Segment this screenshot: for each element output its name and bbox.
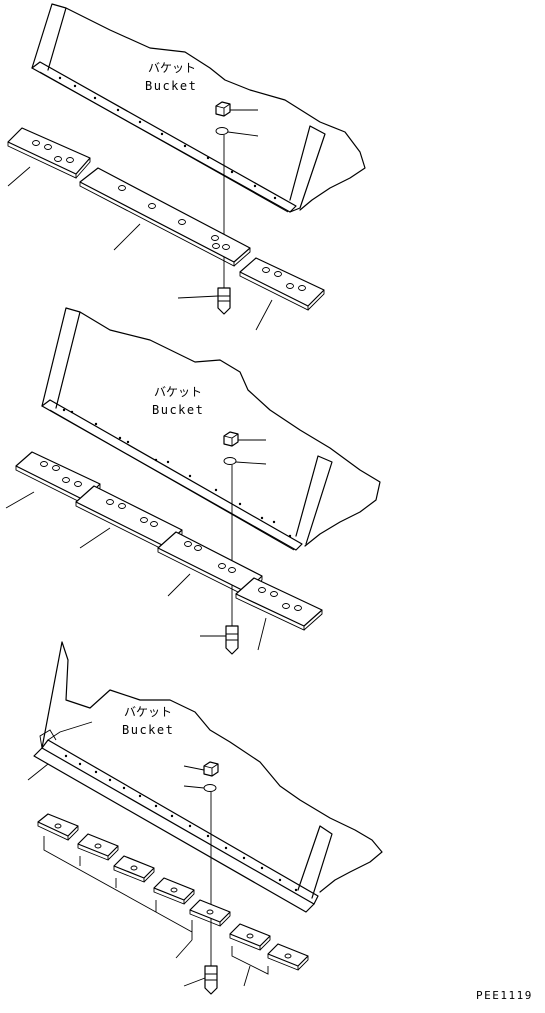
tooth-adapters: [37, 813, 309, 971]
plow-bolt: [204, 965, 218, 995]
leader-line: [7, 166, 31, 187]
hex-nut: [223, 431, 239, 447]
bucket-label-en: Bucket: [152, 403, 204, 417]
mounting-holes-row: [62, 408, 292, 538]
leader-line: [243, 965, 251, 987]
bucket-label-en: Bucket: [145, 79, 197, 93]
tooth-2: [77, 833, 119, 861]
cutting-edge-end-left: [7, 127, 91, 179]
tooth-7: [267, 943, 309, 971]
teeth-bracket-line: [43, 836, 193, 940]
leader-line: [257, 617, 267, 651]
bucket-label-ja: バケット: [148, 61, 196, 75]
plow-bolt: [225, 625, 239, 655]
tooth-4: [153, 877, 195, 905]
cutting-edge-end-right: [235, 577, 323, 631]
tooth-6: [229, 923, 271, 951]
hex-nut: [203, 761, 219, 777]
leader-line: [113, 223, 141, 251]
view-2-bucket-with-cutting-edges: バケット Bucket: [5, 307, 381, 655]
bucket-outline: [41, 307, 381, 551]
tooth-1: [37, 813, 79, 841]
view-1-bucket-with-cutting-edges: バケット Bucket: [7, 3, 366, 331]
cutting-edge-center-right: [157, 531, 263, 597]
mounting-holes-row: [58, 76, 277, 200]
tooth-3: [113, 855, 155, 883]
leader-line: [79, 527, 111, 549]
teeth-bracket-line-right: [231, 946, 269, 975]
leader-line: [167, 573, 191, 597]
washer: [215, 127, 229, 135]
washer: [203, 784, 217, 792]
bolt-leader-line: [183, 977, 206, 987]
leader-line: [175, 939, 193, 959]
cutting-edge-end-right: [239, 257, 325, 311]
leader-line: [27, 763, 49, 781]
washer-leader-line: [235, 461, 267, 465]
leader-line: [5, 491, 35, 509]
drawing-code: PEE1119: [476, 989, 533, 1002]
washer-leader-line: [227, 131, 259, 137]
tooth-5: [189, 899, 231, 927]
washer-leader-line: [183, 785, 205, 789]
bucket-label-ja: バケット: [154, 385, 202, 399]
bucket-outline: [33, 641, 383, 913]
bucket-label-ja: バケット: [124, 705, 172, 719]
plow-bolt: [217, 287, 231, 315]
hex-nut: [215, 101, 231, 117]
leader-line: [255, 299, 273, 331]
mounting-holes-row: [64, 754, 298, 892]
washer: [223, 457, 237, 465]
bucket-label-en: Bucket: [122, 723, 174, 737]
bolt-leader-line: [177, 295, 219, 299]
cutting-edge-end-left: [15, 451, 101, 505]
nut-leader-line: [183, 765, 205, 771]
bucket-outline: [31, 3, 366, 213]
cutting-edge-center: [79, 167, 251, 267]
view-3-bucket-with-teeth: バケット Bucket: [27, 641, 383, 995]
